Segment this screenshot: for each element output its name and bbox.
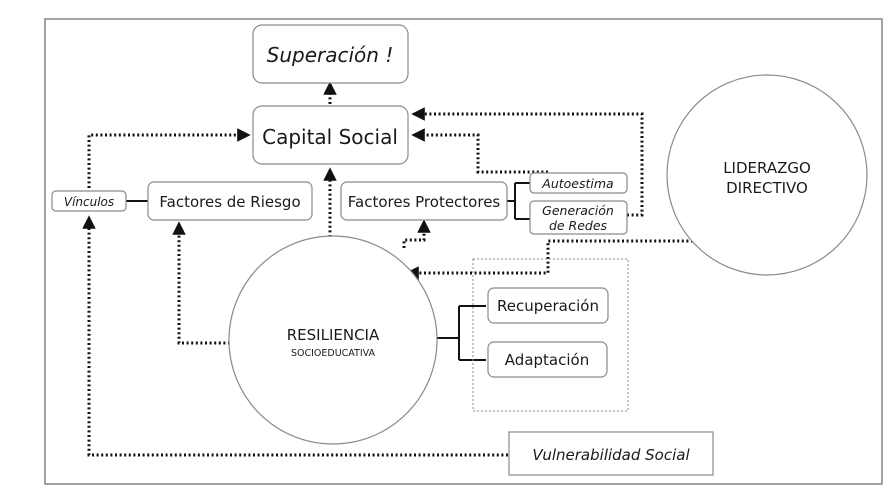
node-liderazgo-directivo: LIDERAZGO DIRECTIVO bbox=[666, 74, 868, 276]
node-factores-riesgo: Factores de Riesgo bbox=[147, 181, 313, 221]
edge-redes-to-capital bbox=[411, 107, 644, 217]
node-autoestima: Autoestima bbox=[529, 172, 628, 194]
node-factores-protectores: Factores Protectores bbox=[340, 181, 508, 221]
adaptacion-label: Adaptación bbox=[505, 351, 589, 369]
node-capital-social: Capital Social bbox=[252, 105, 409, 165]
vulnerabilidad-label: Vulnerabilidad Social bbox=[532, 446, 690, 464]
recuperacion-label: Recuperación bbox=[497, 297, 599, 315]
edge-protectores-bracket bbox=[507, 182, 530, 220]
node-recuperacion: Recuperación bbox=[487, 287, 609, 324]
node-vulnerabilidad-social: Vulnerabilidad Social bbox=[508, 431, 714, 476]
superacion-label: Superación ! bbox=[267, 43, 394, 67]
edge-liderazgo-to-resiliencia bbox=[405, 239, 693, 280]
factores-protectores-label: Factores Protectores bbox=[348, 193, 501, 211]
node-adaptacion: Adaptación bbox=[487, 341, 608, 378]
node-vinculos: Vínculos bbox=[51, 190, 127, 212]
outer-frame bbox=[44, 18, 883, 485]
node-superacion: Superación ! bbox=[252, 24, 409, 84]
edge-resiliencia-to-riesgo bbox=[172, 221, 230, 345]
edge-autoestima-to-capital bbox=[411, 128, 548, 174]
resiliencia-label-line1: RESILIENCIA bbox=[287, 326, 380, 344]
node-generacion-redes: Generación de Redes bbox=[529, 200, 628, 235]
node-resiliencia: RESILIENCIA SOCIOEDUCATIVA bbox=[228, 235, 438, 445]
liderazgo-label-line1: LIDERAZGO bbox=[723, 159, 811, 177]
resiliencia-label-line2: SOCIOEDUCATIVA bbox=[291, 348, 376, 359]
edge-vulnerabilidad-to-vinculos bbox=[82, 215, 508, 457]
edge-vinculos-to-capital bbox=[87, 128, 251, 188]
vinculos-label: Vínculos bbox=[64, 195, 114, 209]
edge-resiliencia-bracket bbox=[436, 305, 486, 361]
generacion-redes-label-line1: Generación bbox=[542, 203, 614, 218]
generacion-redes-label-line2: de Redes bbox=[549, 218, 608, 233]
factores-riesgo-label: Factores de Riesgo bbox=[159, 193, 300, 211]
outcomes-group-frame bbox=[472, 258, 629, 412]
edge-resiliencia-to-protectores bbox=[402, 219, 431, 248]
liderazgo-label-line2: DIRECTIVO bbox=[726, 179, 808, 197]
capital-social-label: Capital Social bbox=[262, 125, 398, 149]
autoestima-label: Autoestima bbox=[541, 176, 613, 191]
